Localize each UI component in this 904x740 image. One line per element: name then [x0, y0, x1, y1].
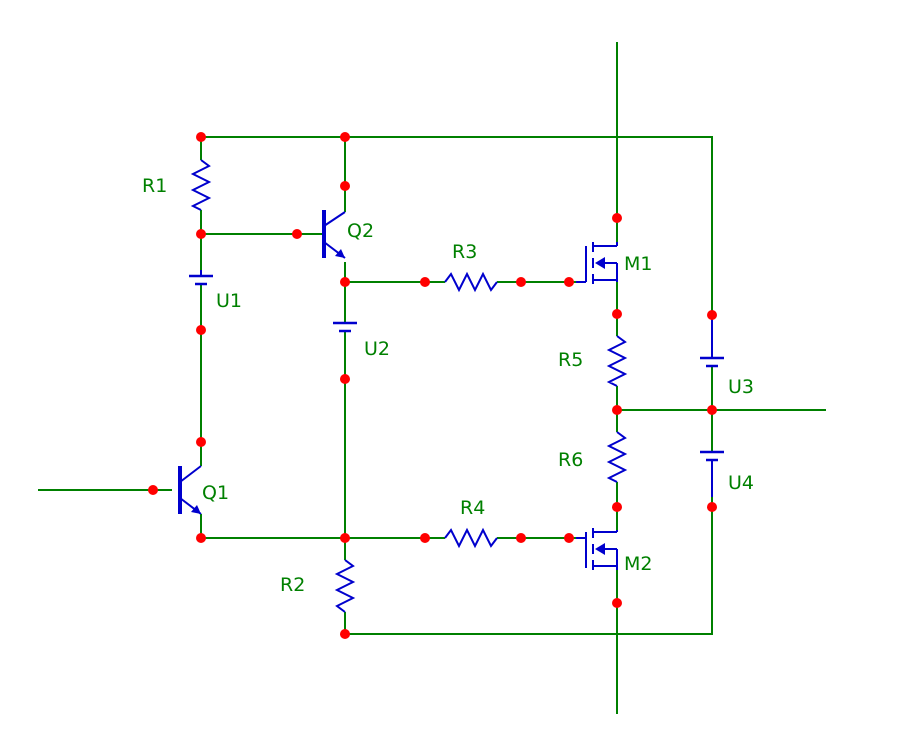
transistor-q1 — [178, 465, 202, 515]
node — [612, 309, 622, 319]
node — [707, 502, 717, 512]
label-u3: U3 — [728, 376, 754, 398]
node — [707, 405, 717, 415]
node — [340, 533, 350, 543]
label-r5: R5 — [558, 349, 583, 371]
resistor-r6 — [606, 431, 628, 483]
label-r1: R1 — [142, 175, 167, 197]
node — [612, 213, 622, 223]
label-r2: R2 — [280, 574, 305, 596]
node — [340, 181, 350, 191]
cell-u2 — [333, 321, 357, 333]
cell-u3 — [700, 315, 724, 368]
resistor-r5 — [606, 335, 628, 387]
mosfet-m2 — [576, 528, 618, 570]
cell-u4 — [700, 450, 724, 497]
node — [148, 485, 158, 495]
resistor-r1 — [190, 159, 212, 211]
node — [340, 132, 350, 142]
node — [196, 132, 206, 142]
node — [340, 374, 350, 384]
label-u4: U4 — [728, 472, 754, 494]
label-q2: Q2 — [347, 220, 374, 242]
labels: R1 Q2 R3 M1 U1 U2 R5 U3 R6 U4 Q1 R4 M2 R… — [142, 175, 754, 596]
resistor-r3 — [444, 271, 498, 293]
label-m1: M1 — [624, 253, 652, 275]
node — [707, 310, 717, 320]
resistor-r2 — [334, 559, 356, 613]
node — [420, 277, 430, 287]
mosfet-m1 — [576, 242, 618, 284]
wire-bottom-rail — [345, 497, 713, 635]
label-r4: R4 — [460, 497, 485, 519]
node — [196, 229, 206, 239]
label-u1: U1 — [216, 290, 242, 312]
label-r3: R3 — [452, 241, 477, 263]
resistor-r4 — [444, 527, 498, 549]
node — [196, 437, 206, 447]
node — [516, 277, 526, 287]
node — [196, 533, 206, 543]
node — [612, 598, 622, 608]
node — [516, 533, 526, 543]
node — [564, 277, 574, 287]
cell-u1 — [189, 270, 213, 286]
node — [612, 502, 622, 512]
node — [564, 533, 574, 543]
node — [612, 405, 622, 415]
wires — [38, 42, 826, 714]
nodes — [148, 132, 717, 639]
label-q1: Q1 — [202, 482, 229, 504]
label-r6: R6 — [558, 449, 583, 471]
label-m2: M2 — [624, 553, 652, 575]
node — [340, 277, 350, 287]
node — [340, 629, 350, 639]
label-u2: U2 — [364, 338, 390, 360]
node — [292, 229, 302, 239]
node — [196, 325, 206, 335]
wire-top-rail — [201, 136, 713, 315]
transistor-q2 — [322, 210, 346, 259]
node — [420, 533, 430, 543]
